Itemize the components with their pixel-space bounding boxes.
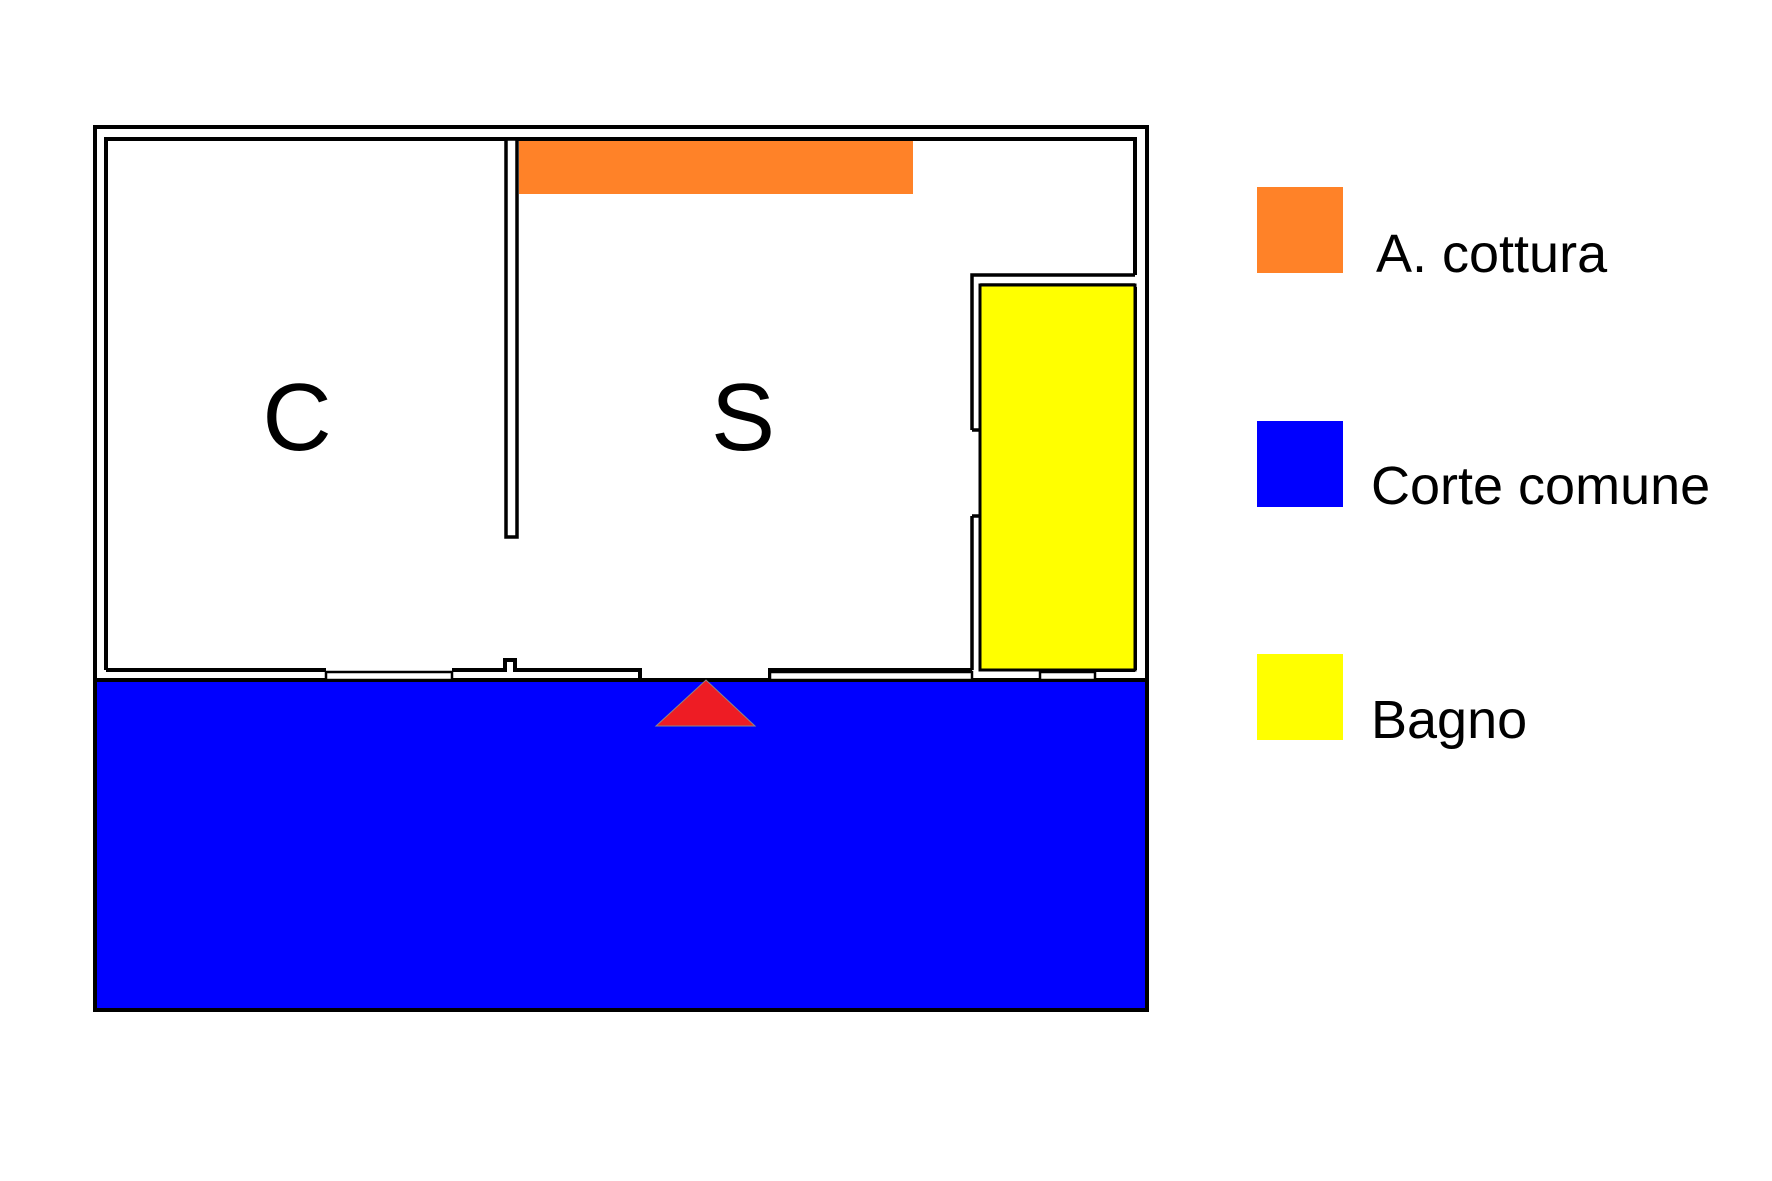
legend-label-corte: Corte comune xyxy=(1371,456,1710,516)
legend-label-cottura: A. cottura xyxy=(1376,224,1608,284)
room-label-camera: C xyxy=(262,364,331,471)
windows xyxy=(324,670,1097,682)
partition-wall xyxy=(504,137,519,539)
legend-swatch-cottura xyxy=(1257,187,1343,273)
legend-swatch-bagno xyxy=(1257,654,1343,740)
legend-swatch-corte xyxy=(1257,421,1343,507)
room-label-soggiorno: S xyxy=(711,364,775,471)
entrance-arrow-icon xyxy=(654,679,757,727)
window-soggiorno xyxy=(768,670,974,682)
window-bagno xyxy=(1038,670,1097,682)
legend-label-bagno: Bagno xyxy=(1371,690,1527,750)
kitchen-area xyxy=(519,141,913,194)
courtyard-area xyxy=(93,678,1149,1012)
bathroom-area xyxy=(978,283,1137,672)
legend: A. cottura Corte comune Bagno xyxy=(1257,187,1710,750)
window-camera xyxy=(324,670,454,682)
